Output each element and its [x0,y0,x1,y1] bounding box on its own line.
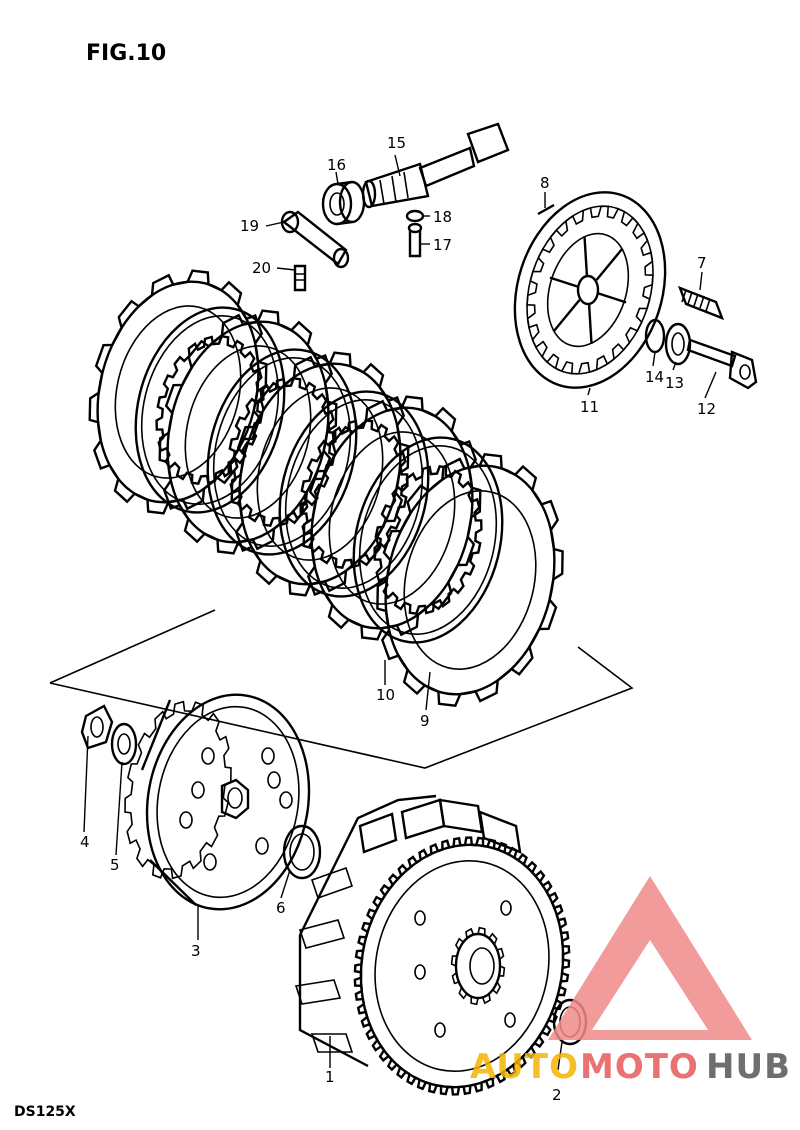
leader-lines [83,154,717,1071]
thrust-washer [282,824,322,880]
watermark-text-moto: MOTO [580,1047,699,1087]
pressure-plate [513,191,667,389]
label-part-2: 2 [552,1086,562,1104]
clutch-housing [294,794,571,1096]
bolt-20 [293,264,307,292]
watermark-logo-mark [548,876,752,1040]
clutch-plate-stack [88,269,564,707]
screw-17 [407,222,423,258]
drive-plate [230,351,410,597]
label-part-10: 10 [376,686,395,704]
watermark-text-auto: AUTO [470,1047,579,1087]
label-part-15: 15 [387,134,406,152]
drive-plate [302,395,482,641]
label-part-18: 18 [433,208,452,226]
figure-title: FIG.10 [86,41,166,66]
label-part-6: 6 [276,899,286,917]
label-part-3: 3 [191,942,201,960]
label-part-20: 20 [252,259,271,277]
label-part-13: 13 [665,374,684,392]
label-part-9: 9 [420,712,430,730]
clutch-nut [80,704,114,750]
label-part-7: 7 [697,254,707,272]
label-part-16: 16 [327,156,346,174]
washer-18 [405,209,425,223]
model-code: DS125X [14,1104,76,1120]
oil-seal [321,180,366,226]
adjusting-screw [677,285,725,321]
watermark-text-hub: HUB [706,1047,791,1087]
plate-group-bracket [49,609,634,769]
watermark: AUTO MOTO HUB [470,876,791,1087]
clutch-sleeve-hub [124,693,311,911]
label-part-4: 4 [80,833,90,851]
release-bearing [664,322,692,366]
label-part-12: 12 [697,400,716,418]
release-shaft [361,122,510,209]
release-lever [280,210,350,269]
release-rod [686,338,758,390]
driven-plate [278,390,430,598]
lock-washer [110,722,138,766]
driven-plate [352,436,504,644]
label-part-17: 17 [433,236,452,254]
label-part-14: 14 [645,368,664,386]
drive-plate [158,309,338,555]
drive-plate [376,453,564,707]
pin [537,203,555,216]
label-part-11: 11 [580,398,599,416]
label-part-1: 1 [325,1068,335,1086]
label-part-5: 5 [110,856,120,874]
label-part-8: 8 [540,174,550,192]
label-part-19: 19 [240,217,259,235]
